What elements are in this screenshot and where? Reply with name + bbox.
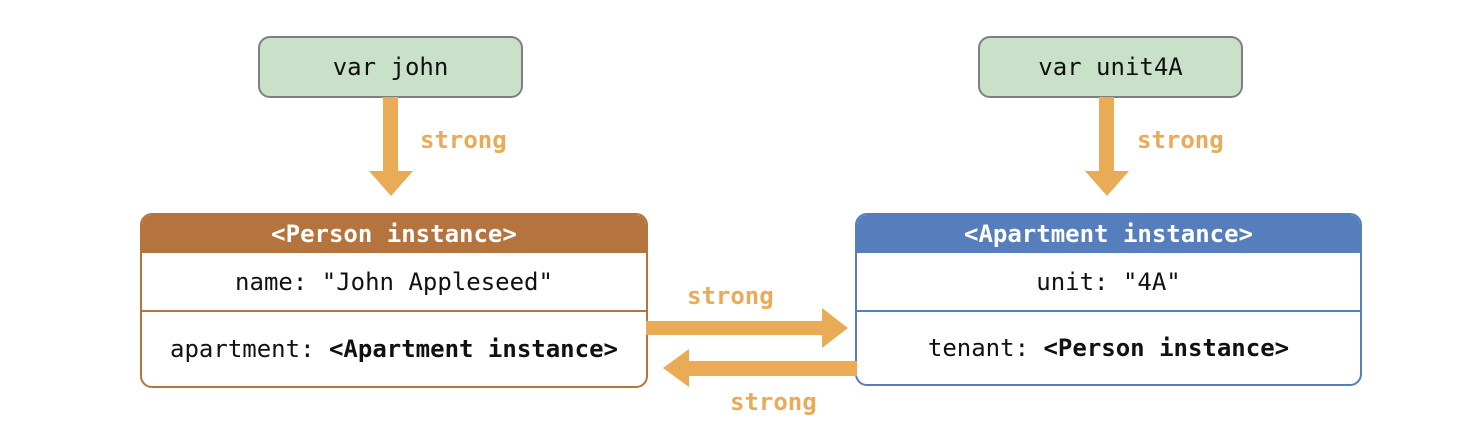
john-to-person-arrowhead-icon (369, 171, 413, 196)
person-to-apartment-arrowhead-icon (822, 308, 848, 348)
var-john-label: var john (332, 53, 449, 81)
apartment-unit-key: unit: (1036, 267, 1123, 296)
apartment-unit-value: "4A" (1122, 267, 1181, 296)
person-instance-box: <Person instance> name: "John Appleseed"… (140, 213, 648, 388)
apartment-unit-row: unit: "4A" (857, 253, 1360, 312)
apartment-to-person-arrowhead-icon (663, 349, 689, 387)
person-name-row: name: "John Appleseed" (142, 253, 646, 312)
unit4a-to-apartment-arrowhead-icon (1085, 171, 1129, 196)
unit4a-to-apartment-strong-label: strong (1137, 126, 1224, 154)
person-to-apartment-arrow-shaft (646, 321, 822, 335)
apartment-instance-header-label: <Apartment instance> (964, 220, 1253, 248)
apartment-tenant-value: <Person instance> (1043, 334, 1290, 362)
person-apartment-key: apartment: (170, 335, 329, 363)
var-unit4a-box: var unit4A (978, 36, 1243, 98)
var-john-box: var john (258, 36, 523, 98)
var-unit4a-label: var unit4A (1038, 53, 1183, 81)
john-to-person-strong-label: strong (420, 126, 507, 154)
unit4a-to-apartment-arrow-shaft (1099, 97, 1114, 171)
apartment-to-person-arrow-shaft (689, 361, 857, 376)
apartment-instance-box: <Apartment instance> unit: "4A" tenant: … (855, 213, 1362, 386)
person-name-key: name: (235, 267, 322, 296)
person-apartment-row: apartment: <Apartment instance> (142, 312, 646, 386)
person-instance-header-label: <Person instance> (271, 220, 517, 248)
person-to-apartment-strong-label: strong (687, 282, 774, 310)
person-name-value: "John Appleseed" (321, 267, 553, 296)
person-instance-header: <Person instance> (142, 215, 646, 253)
apartment-tenant-row: tenant: <Person instance> (857, 312, 1360, 384)
apartment-to-person-strong-label: strong (730, 388, 817, 416)
apartment-tenant-key: tenant: (927, 334, 1044, 362)
person-apartment-value: <Apartment instance> (328, 335, 618, 363)
john-to-person-arrow-shaft (383, 97, 398, 171)
apartment-instance-header: <Apartment instance> (857, 215, 1360, 253)
